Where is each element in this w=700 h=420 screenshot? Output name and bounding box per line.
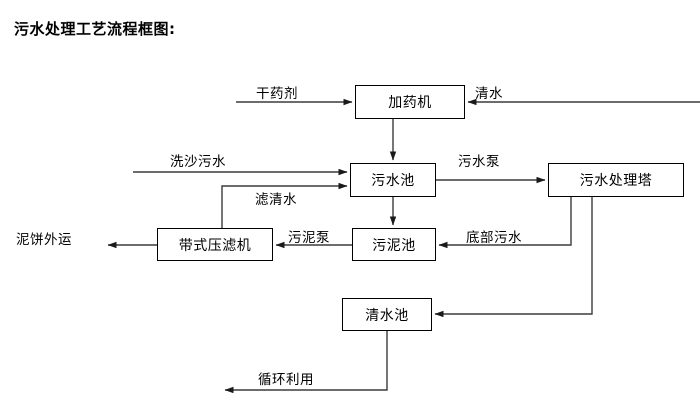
node-wastewater-pool-label: 污水池 bbox=[371, 173, 415, 189]
node-clear-water-pool-label: 清水池 bbox=[365, 307, 409, 324]
node-belt-filter-press[interactable]: 带式压滤机 bbox=[157, 228, 273, 261]
node-dosing-machine[interactable]: 加药机 bbox=[355, 85, 465, 119]
node-treatment-tower[interactable]: 污水处理塔 bbox=[548, 163, 684, 197]
page-title: 污水处理工艺流程框图: bbox=[14, 20, 176, 38]
edge-filtered-clear-water-to-wastewater-pool bbox=[221, 182, 348, 228]
label-sand-wash-wastewater: 洗沙污水 bbox=[170, 154, 226, 170]
label-wastewater-pump: 污水泵 bbox=[458, 154, 500, 170]
node-dosing-machine-label: 加药机 bbox=[388, 95, 432, 111]
label-filtered-clear-water: 滤清水 bbox=[255, 192, 297, 208]
label-sludge-pump: 污泥泵 bbox=[288, 230, 330, 246]
edge-clear-water-pool-recycle-reuse bbox=[224, 331, 388, 394]
label-bottom-wastewater: 底部污水 bbox=[466, 230, 522, 246]
node-wastewater-pool[interactable]: 污水池 bbox=[350, 163, 436, 197]
node-sludge-pool-label: 污泥池 bbox=[372, 237, 416, 254]
edge-bottom-wastewater-to-sludge-pool bbox=[438, 197, 572, 249]
node-treatment-tower-label: 污水处理塔 bbox=[579, 173, 653, 189]
edge-treatment-tower-to-clear-water-pool bbox=[434, 197, 593, 318]
label-clean-water: 清水 bbox=[475, 86, 503, 102]
node-sludge-pool[interactable]: 污泥池 bbox=[352, 228, 436, 261]
node-clear-water-pool[interactable]: 清水池 bbox=[342, 298, 432, 331]
node-belt-filter-press-label: 带式压滤机 bbox=[178, 237, 252, 254]
label-mud-cake-transport: 泥饼外运 bbox=[16, 232, 72, 248]
label-recycle-reuse: 循环利用 bbox=[258, 372, 314, 388]
label-dry-chemical: 干药剂 bbox=[256, 86, 298, 102]
